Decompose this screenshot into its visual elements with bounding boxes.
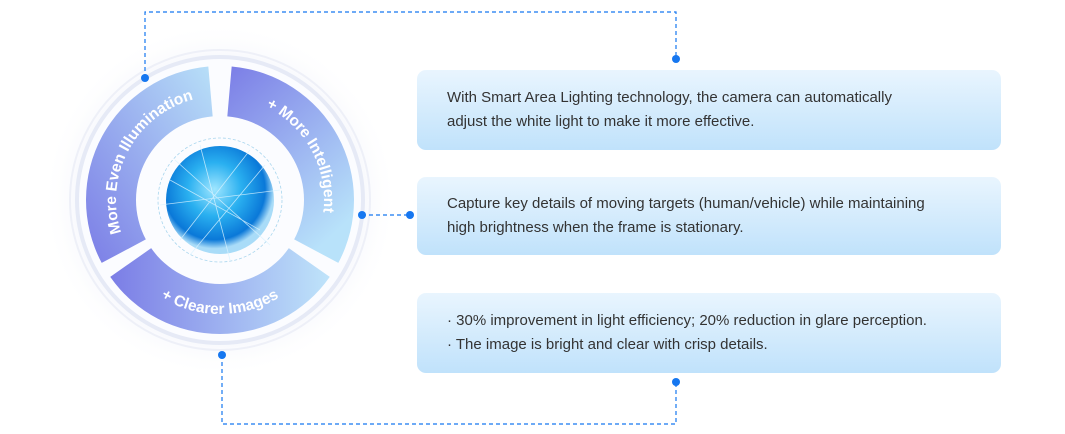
- connector-lines: [144, 11, 677, 425]
- card-text: · The image is bright and clear with cri…: [447, 336, 768, 353]
- card-text: · 30% improvement in light efficiency; 2…: [447, 312, 927, 329]
- feature-card-clearer: · 30% improvement in light efficiency; 2…: [417, 293, 1001, 373]
- feature-card-intelligent: Capture key details of moving targets (h…: [417, 177, 1001, 255]
- feature-card-illumination: With Smart Area Lighting technology, the…: [417, 70, 1001, 150]
- card-text: With Smart Area Lighting technology, the…: [447, 89, 892, 106]
- outer-ring: [69, 49, 371, 351]
- connector-dots: [141, 55, 680, 386]
- card-text: adjust the white light to make it more e…: [447, 113, 755, 130]
- segment-clearer-images: [110, 248, 330, 335]
- card-text: Capture key details of moving targets (h…: [447, 195, 925, 212]
- globe-icon: [157, 137, 283, 263]
- segment-more-intelligent: [227, 66, 354, 263]
- card-text: high brightness when the frame is statio…: [447, 219, 744, 236]
- segment-more-even-illumination: [86, 66, 213, 263]
